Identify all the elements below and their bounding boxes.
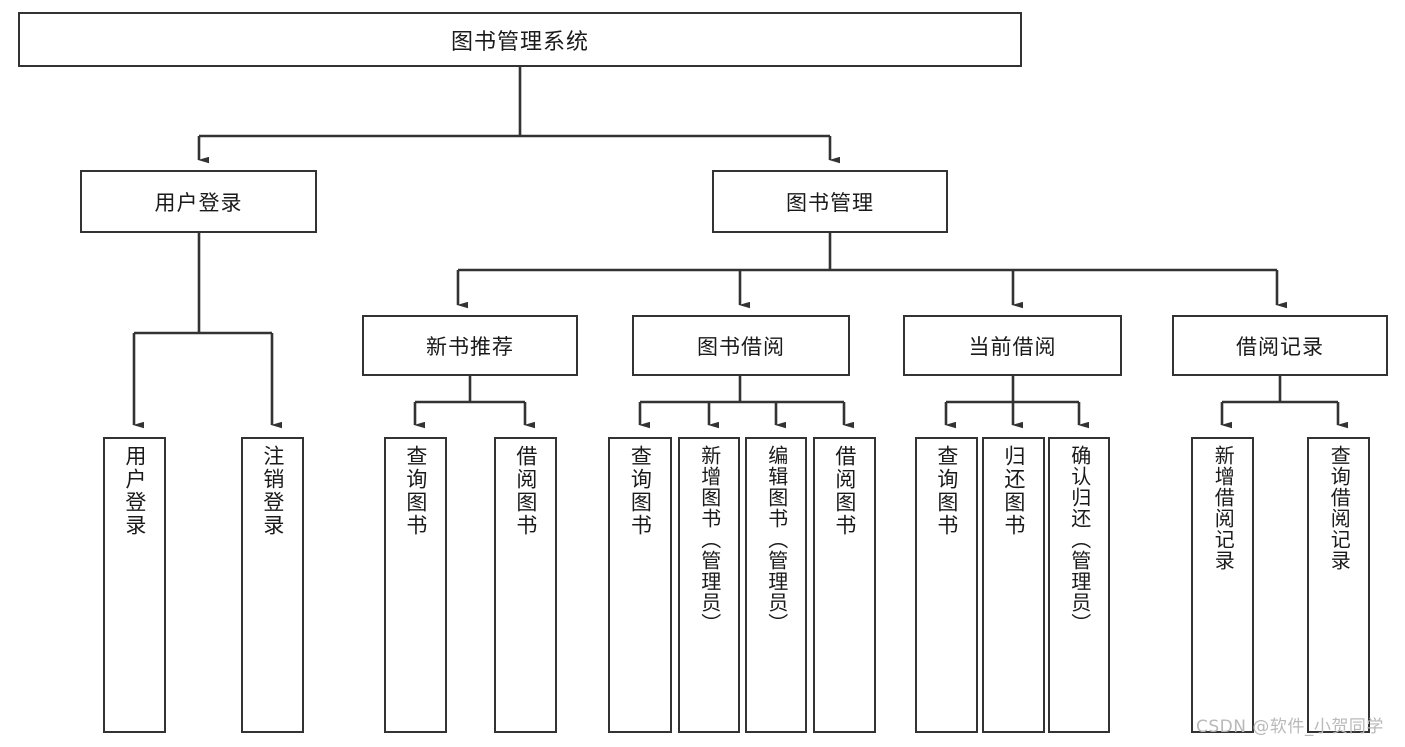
node-user-login: 用户登录 <box>80 170 317 233</box>
leaf-label: 归还图书 <box>1001 445 1026 537</box>
leaf-label: 新增图书（管理员） <box>697 445 722 634</box>
leaf-user-login-signin: 用户登录 <box>103 437 166 733</box>
node-book-management: 图书管理 <box>712 170 948 233</box>
leaf-label: 查询借阅记录 <box>1327 445 1352 571</box>
node-current-borrow: 当前借阅 <box>903 315 1122 376</box>
leaf-borrow-query-book: 查询图书 <box>608 437 672 733</box>
leaf-label: 编辑图书（管理员） <box>764 445 789 634</box>
leaf-current-return-book: 归还图书 <box>982 437 1045 733</box>
node-borrow-record: 借阅记录 <box>1172 315 1388 376</box>
node-book-borrow: 图书借阅 <box>632 315 850 376</box>
leaf-borrow-borrow-book: 借阅图书 <box>813 437 876 733</box>
leaf-current-query-book: 查询图书 <box>915 437 978 733</box>
leaf-borrow-edit-book-admin: 编辑图书（管理员） <box>745 437 807 733</box>
leaf-label: 借阅图书 <box>832 445 857 537</box>
leaf-label: 查询图书 <box>403 445 428 537</box>
leaf-borrow-add-book-admin: 新增图书（管理员） <box>678 437 740 733</box>
leaf-label: 借阅图书 <box>513 445 538 537</box>
node-new-book-recommend: 新书推荐 <box>362 315 578 376</box>
leaf-record-add-borrow-record: 新增借阅记录 <box>1191 437 1254 733</box>
leaf-current-confirm-return-admin: 确认归还（管理员） <box>1048 437 1110 733</box>
leaf-label: 新增借阅记录 <box>1211 445 1236 571</box>
leaf-label: 确认归还（管理员） <box>1067 445 1092 634</box>
node-root-system: 图书管理系统 <box>18 12 1022 67</box>
leaf-label: 注销登录 <box>260 445 285 537</box>
leaf-label: 查询图书 <box>628 445 653 537</box>
watermark-text: CSDN @软件_小贺同学 <box>1196 717 1384 737</box>
leaf-new-book-borrow: 借阅图书 <box>494 437 557 733</box>
leaf-label: 查询图书 <box>934 445 959 537</box>
leaf-user-login-signout: 注销登录 <box>241 437 304 733</box>
leaf-record-query-borrow-record: 查询借阅记录 <box>1307 437 1370 733</box>
leaf-new-book-query: 查询图书 <box>384 437 447 733</box>
leaf-label: 用户登录 <box>122 445 147 537</box>
